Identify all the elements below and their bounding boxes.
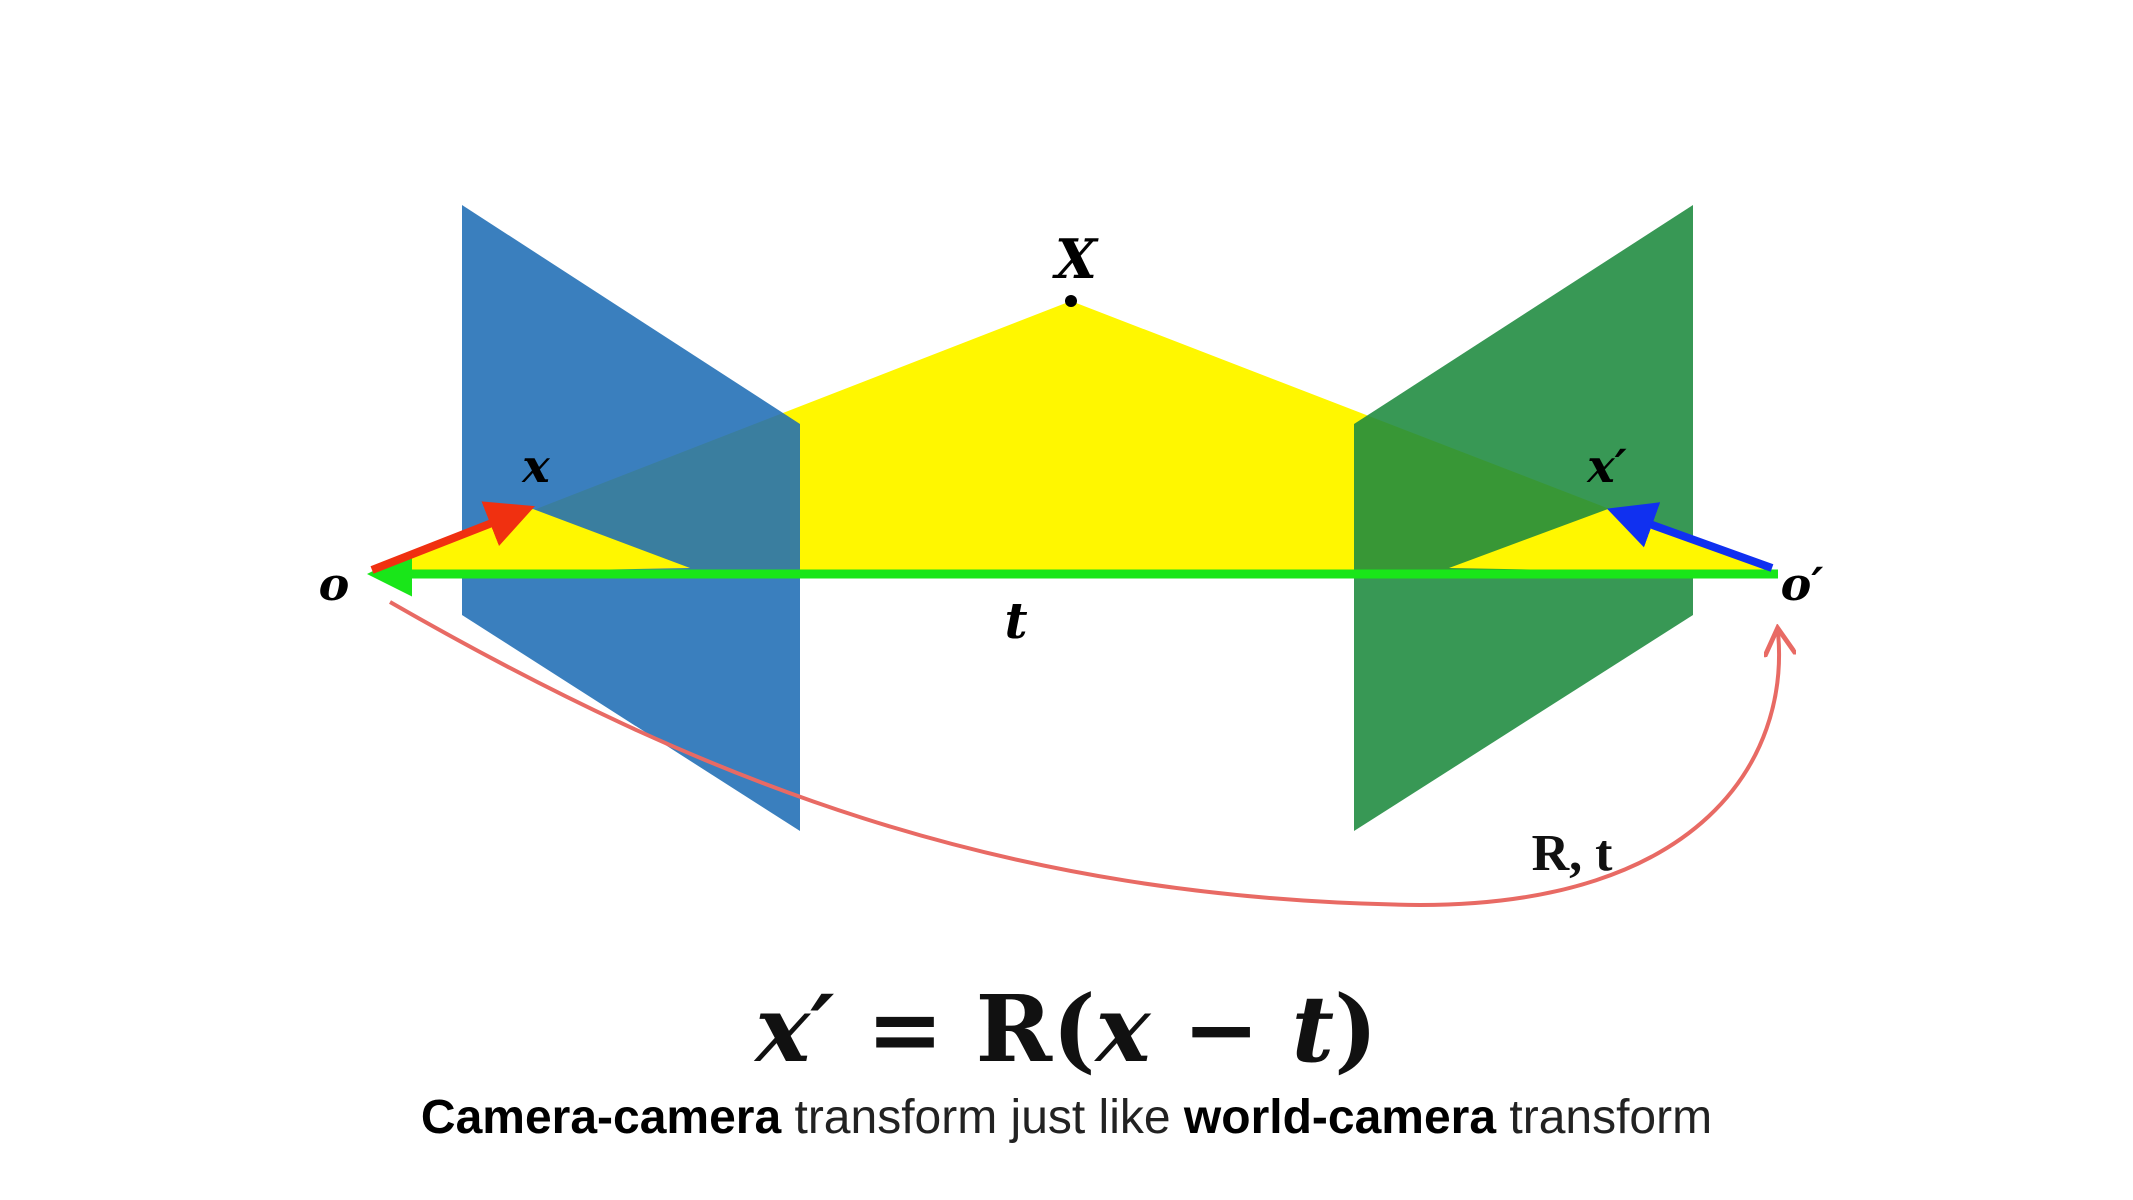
- right-image-plane: [1354, 205, 1693, 831]
- eq-lhs: x′: [755, 975, 835, 1083]
- eq-close-paren: ): [1334, 975, 1378, 1083]
- eq-R: R: [975, 975, 1053, 1083]
- eq-minus: −: [1150, 975, 1292, 1083]
- caption-bold-1: Camera-camera: [420, 1091, 782, 1144]
- label-x-prime: x′: [1586, 439, 1627, 493]
- label-R-t: R, t: [1532, 825, 1614, 882]
- ray-o-to-x-arrow: [370, 501, 535, 574]
- point-X-dot: [1065, 295, 1077, 307]
- caption-text-2: transform just like: [781, 1091, 1184, 1144]
- caption-text-4: transform: [1496, 1091, 1713, 1144]
- left-image-plane: [462, 205, 800, 831]
- transform-arc-arrow: [389, 600, 1779, 908]
- label-o-prime: o′: [1781, 557, 1824, 611]
- eq-x: x: [1095, 975, 1151, 1083]
- equation: x′ = R(x − t): [0, 975, 2133, 1083]
- caption-bold-3: world-camera: [1183, 1091, 1497, 1144]
- label-t: t: [1004, 591, 1027, 650]
- eq-equals: =: [834, 975, 976, 1083]
- center-yellow: [800, 301, 1354, 572]
- label-o: o: [319, 557, 350, 611]
- caption: Camera-camera transform just like world-…: [0, 1090, 2133, 1145]
- eq-t: t: [1291, 975, 1335, 1083]
- eq-open-paren: (: [1052, 975, 1096, 1083]
- label-x: x: [521, 439, 550, 493]
- label-X: X: [1052, 227, 1099, 291]
- ray-o-prime-to-x-prime-arrow: [1606, 502, 1774, 572]
